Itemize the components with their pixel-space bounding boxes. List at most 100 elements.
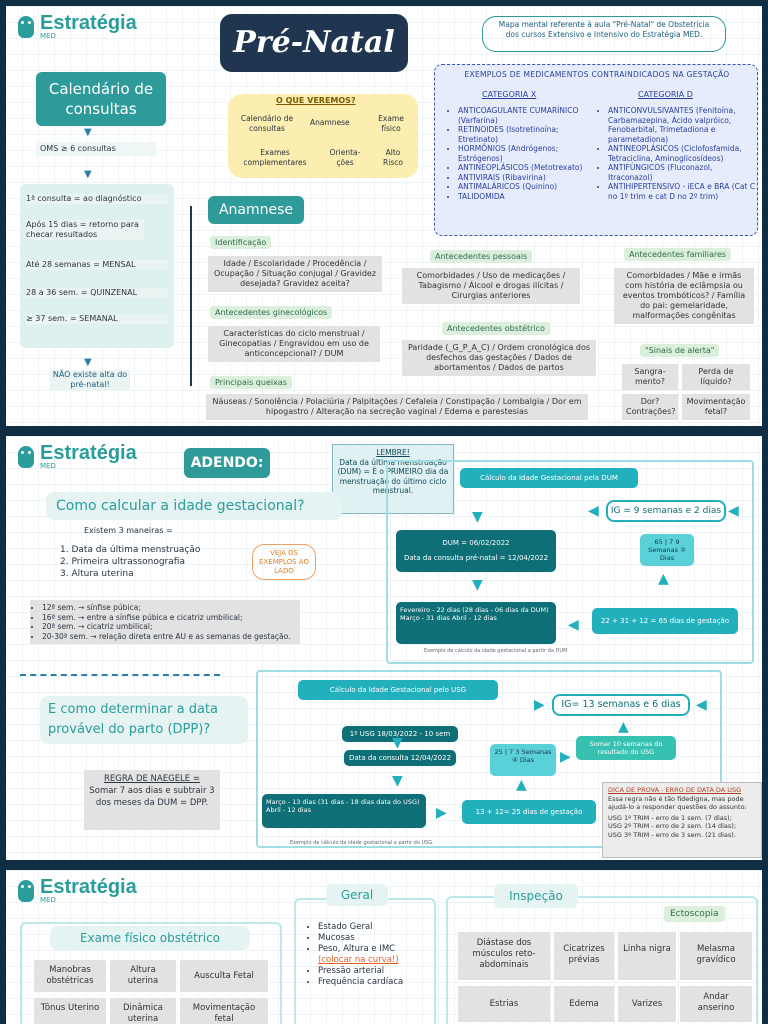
list-item: 20-30ª sem. → relação direta entre AU e … [42, 632, 297, 642]
exame-fisico-box [20, 922, 282, 1024]
tag-obstetrico: Antecedentes obstétrico [442, 322, 550, 335]
list-item: ANTIHIPERTENSIVO - iECA e BRA (Cat C no … [608, 182, 756, 201]
dum-caption: Exemplo de cálculo da idade gestacional … [424, 648, 569, 654]
list-item: Peso, Altura e IMC [318, 944, 434, 955]
tag-ectoscopia: Ectoscopia [664, 906, 725, 922]
insp-cell: Linha nigra [618, 932, 676, 980]
naegele-text: Somar 7 aos dias e subtrair 3 dos meses … [89, 786, 215, 808]
insp-cell: Estrias [458, 986, 550, 1022]
veremos-box [228, 94, 418, 178]
arrow-icon: ▼ [84, 357, 92, 368]
queixas-text: Náuseas / Sonolência / Polaciúria / Palp… [206, 394, 588, 420]
list-item: ANTINEOPLÁSICOS (Metotrexato) [458, 163, 586, 173]
dum-consulta: Data da consulta pré-natal = 12/04/2022 [403, 554, 549, 562]
list-item: Estado Geral [318, 922, 434, 933]
owl-icon [16, 444, 36, 470]
alerta-item-2: Perda de líquido? [682, 364, 750, 390]
inspecao-box [446, 896, 758, 1024]
brand-sub: MED [40, 32, 56, 40]
list-item: ANTINEOPLÁSICOS (Ciclofosfamida, Tetraci… [608, 144, 756, 163]
grid-cell: Altura uterina [110, 960, 176, 992]
veremos-label: O QUE VEREMOS? [276, 96, 356, 105]
list-item: ANTICONVULSIVANTES (Fenitoína, Carbamaze… [608, 106, 756, 144]
alerta-item-3: Dor? Contrações? [622, 394, 678, 420]
tag-familiares: Antecedentes familiares [624, 248, 732, 261]
usg-header: Cálculo da Idade Gestacional pelo USG [298, 680, 498, 700]
ways-list: 1. Data da última menstruação 2. Primeir… [60, 544, 200, 580]
inspecao-title: Inspeção [494, 884, 578, 908]
cat-x-label: CATEGORIA X [482, 90, 537, 99]
usg-soma: 13 + 12= 25 dias de gestação [462, 800, 596, 824]
familiares-text: Comorbidades / Mãe e irmãs com história … [614, 268, 754, 324]
gin-text: Características do ciclo menstrual / Gin… [208, 326, 380, 362]
list-item: 2. Primeira ultrassonografia [60, 557, 185, 567]
maneiras-text: Existem 3 maneiras = [84, 526, 173, 535]
list-item: TALIDOMIDA [458, 192, 586, 202]
list-item: 1. Data da última menstruação [60, 545, 201, 555]
tag-sinais-alerta: "Sinais de alerta" [640, 344, 720, 357]
veremos-item-exames-compl: Exames complementares [243, 148, 307, 167]
list-item: 20ª sem. → cicatriz umbilical; [42, 622, 297, 632]
question-dpp: E como determinar a data provável do par… [40, 696, 248, 744]
usg-calc-box [256, 670, 722, 848]
dum-soma: 22 + 31 + 12 = 65 dias de gestação [592, 608, 738, 634]
insp-cell: Cicatrizes prévias [554, 932, 614, 980]
list-item: USG 3º TRIM - erro de 3 sem. (21 dias). [608, 830, 736, 839]
tag-ginecologicos: Antecedentes ginecológicos [210, 306, 333, 319]
exame-fisico-title: Exame físico obstétrico [50, 926, 250, 950]
brand-name: Estratégia [40, 442, 137, 464]
list-item: Mucosas [318, 933, 434, 944]
list-item: Pressão arterial [318, 966, 434, 977]
arrow-icon: ◀ [588, 503, 599, 519]
veremos-item-alto-risco: Alto Risco [383, 148, 403, 167]
naegele-title: REGRA DE NAEGELE = [104, 774, 200, 784]
cal-item-4: 28 a 36 sem. = QUINZENAL [26, 288, 168, 298]
usg-meses: Março - 13 dias (31 dias - 18 dias data … [262, 794, 426, 828]
adendo-title: ADENDO: [184, 448, 270, 478]
veremos-item-exame-fisico: Exame físico [378, 114, 404, 133]
lembre-text: Data da última menstruação (DUM) = É o P… [337, 457, 449, 496]
geral-title: Geral [326, 884, 388, 906]
list-item: ANTIVIRAIS (Ribavirina) [458, 173, 586, 183]
list-item: HORMÔNIOS (Andrógenos; Estrógenos) [458, 144, 586, 163]
cat-x-list: ANTICOAGULANTE CUMARÍNICO (Varfarina) RE… [450, 106, 586, 201]
page-title: Pré-Natal [220, 14, 408, 72]
cal-item-2: Após 15 dias = retorno para checar resul… [26, 220, 144, 240]
arrow-icon: ▲ [618, 719, 629, 735]
insp-cell: Varizes [618, 986, 676, 1022]
calendar-title: Calendário de consultas [36, 72, 166, 126]
arrow-icon: ▼ [472, 509, 483, 525]
brand-name: Estratégia [40, 876, 137, 898]
dum-value: DUM = 06/02/2022 [396, 530, 556, 572]
list-item: RETINOIDES (Isotretinoína; Etretinato) [458, 125, 586, 144]
usg-consulta: Data da consulta 12/04/2022 [344, 750, 456, 766]
list-item: USG 2º TRIM - erro de 2 sem. (14 dias); [608, 822, 737, 830]
brand-name: Estratégia [40, 12, 137, 34]
arrow-icon: ▲ [658, 571, 669, 587]
cat-d-list: ANTICONVULSIVANTES (Fenitoína, Carbamaze… [600, 106, 756, 201]
dica-title: DICA DE PROVA - ERRO DE DATA DA USG [608, 786, 742, 794]
arrow-icon: ▶ [534, 697, 545, 713]
list-item: 3. Altura uterina [60, 569, 134, 579]
usg-somar: Somar 10 semanas do resultado do USG [576, 736, 676, 760]
grid-cell: Tônus Uterino [34, 998, 106, 1024]
owl-icon [16, 878, 36, 904]
lembre-title: LEMBRE! [376, 448, 410, 457]
owl-icon [16, 14, 36, 40]
grid-cell: Manobras obstétricas [34, 960, 106, 992]
naegele-box: REGRA DE NAEGELE = Somar 7 aos dias e su… [84, 770, 220, 830]
tag-identificacao: Identificação [210, 236, 272, 249]
alerta-item-4: Movimentação fetal? [682, 394, 750, 420]
cal-item-5: ≥ 37 sem. = SEMANAL [26, 314, 168, 324]
altura-bullets: 12ª sem. → sínfise púbica; 16ª sem. → en… [30, 600, 300, 644]
list-item: ANTIFÚNGICOS (Fluconazol, Itraconazol) [608, 163, 756, 182]
list-item: ANTICOAGULANTE CUMARÍNICO (Varfarina) [458, 106, 586, 125]
grid-cell: Movimentação fetal [180, 998, 268, 1024]
no-alta-text: NÃO existe alta do pré-natal! [50, 370, 130, 390]
arrow-icon: ▼ [84, 169, 92, 180]
dum-header: Cálculo da Idade Gestacional pela DUM [460, 468, 638, 488]
